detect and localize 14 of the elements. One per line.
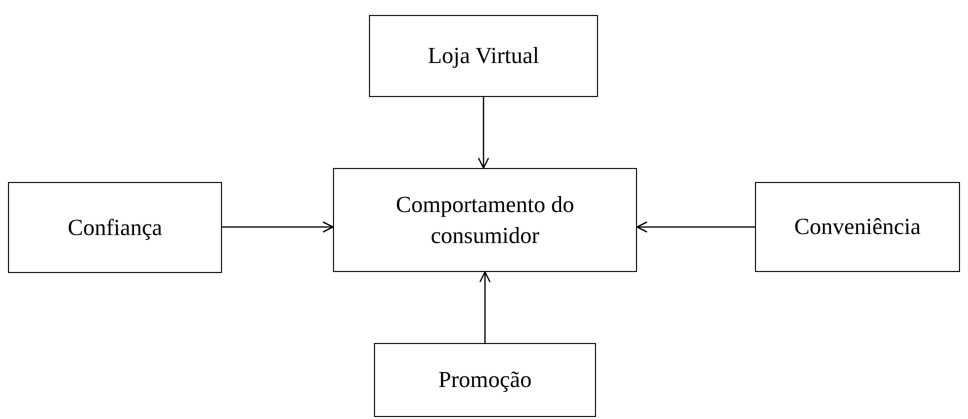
factor-box <box>755 182 960 272</box>
box-label: Conveniência <box>794 213 921 242</box>
box-label: Promoção <box>438 366 532 394</box>
factor-box <box>8 182 222 273</box>
box-label: Loja Virtual <box>428 42 540 70</box>
box-label: Confiança <box>68 214 162 242</box>
arrow <box>636 221 755 233</box>
arrow <box>222 221 334 233</box>
factor-box <box>374 343 596 417</box>
factor-box <box>333 168 637 272</box>
box-label: Comportamento do consumidor <box>394 190 576 250</box>
arrow <box>478 97 490 169</box>
factor-box <box>369 15 598 97</box>
arrow <box>479 271 491 343</box>
